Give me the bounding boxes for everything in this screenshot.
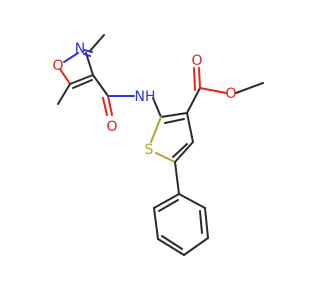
atom-o-ester-carbonyl: O [191,53,202,69]
bond-ph6-ph1-inner [158,199,179,212]
bond-c3-c4 [85,52,94,76]
bond-ester-c-o-2 [193,67,196,91]
bond-ph6-ph1 [153,193,180,209]
atom-o-ester: O [225,86,236,102]
atom-n-isoxazole: N [75,41,85,57]
bond-c5-o1 [59,68,71,85]
atom-s-thiophene: S [145,142,154,158]
bond-n2-c3-double-2 [83,53,91,57]
atom-o-isoxazole: O [52,58,63,74]
bond-ph2-ph3-inner [199,210,203,234]
atom-nh-amide: NH [135,89,156,105]
bond-c4-c5-inner [172,143,188,158]
bond-methyl-c3 [89,34,105,52]
bond-c3-c4 [186,112,194,143]
bond-o-methyl [235,82,264,94]
bond-ph1-ph2 [178,193,206,209]
bond-c5-s [155,152,176,163]
molecule-diagram: O N O NH O O S [52,34,264,256]
bond-n-c2 [152,97,162,118]
bond-c5-phenyl [174,161,180,195]
bond-c4-c5 [69,74,94,85]
bond-c2-c3-inner [164,118,185,124]
bond-methyl-c5 [57,83,71,105]
bond-amide-c-o-2 [102,97,108,116]
bond-ph4-ph5 [157,238,185,256]
bond-c4-c5-inner [72,79,93,89]
bond-o1-n2 [63,52,79,63]
bond-c3-ester-carbon [186,87,201,114]
bond-ph2-ph3 [204,207,209,239]
bond-n2-c3-double-1 [83,49,93,53]
bond-c2-c3 [160,112,188,118]
bond-ester-c-o-single [199,87,227,94]
bond-c4-c5 [174,141,194,163]
bond-ph4-ph5-inner [161,235,183,250]
bond-ph3-ph4 [183,237,209,256]
bond-ph5-ph6 [153,207,159,240]
bond-ester-c-o-1 [198,67,201,89]
bond-amide-c-o-1 [107,95,113,116]
bond-c4-amide-carbon [92,74,109,97]
bond-s-c2 [150,116,162,143]
atom-o-amide: O [106,119,117,135]
